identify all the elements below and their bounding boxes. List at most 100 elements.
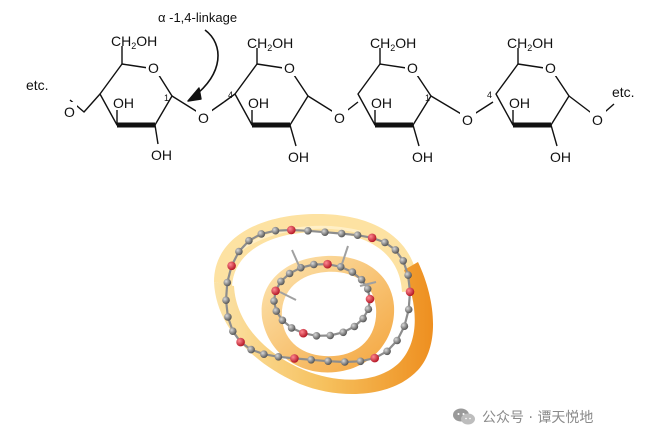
carbon-atom	[353, 231, 362, 239]
oh-label-3b: OH	[412, 149, 433, 165]
carbon-atom	[381, 238, 389, 247]
carbon-atom	[222, 296, 230, 305]
carbon-atom	[350, 322, 359, 331]
helix-atoms	[222, 225, 415, 366]
carbon-atom	[359, 314, 367, 323]
oh-label-4b: OH	[550, 149, 571, 165]
carbon-atom	[348, 268, 357, 276]
label-backgrounds	[62, 58, 606, 128]
carbon-atom	[287, 324, 296, 332]
oxygen-atom	[271, 286, 280, 296]
carbon-atom	[357, 275, 366, 284]
carbon-atom	[404, 305, 413, 314]
linkage-label: α -1,4-linkage	[158, 10, 237, 25]
bridge-oxygen-left: O	[64, 104, 75, 120]
carbon-atom	[235, 247, 243, 256]
carbon-atom	[285, 269, 294, 278]
oh-label-2a: OH	[248, 95, 269, 111]
oh-label-1b: OH	[151, 147, 172, 163]
ring-2-left-bond	[223, 93, 236, 103]
ring-1-oh-bond-b	[154, 124, 159, 145]
ch2oh-label-1: CH2OH	[111, 33, 157, 51]
oxygen-atom	[236, 337, 245, 347]
carbon-atom	[399, 257, 408, 265]
carbon-atom	[364, 305, 373, 314]
oh-label-2b: OH	[288, 149, 309, 165]
carbon-atom	[304, 227, 312, 235]
carbon-atom	[339, 328, 348, 337]
side-chain-bond	[279, 291, 297, 301]
carbon-atom	[363, 285, 372, 293]
carbon-atom	[272, 307, 281, 315]
carbon-atom	[257, 230, 266, 238]
bridge-oxygen-right: O	[592, 112, 603, 128]
ring-2-oh-bond-b	[289, 124, 297, 147]
carbon-atom	[271, 226, 280, 235]
carbon-4-label-b: 4	[487, 90, 492, 100]
oxygen-atom	[365, 294, 375, 304]
ring-oxygen-2: O	[284, 60, 295, 76]
side-chain-bond	[341, 245, 349, 265]
carbon-atom	[400, 322, 409, 331]
structure-labels: α -1,4-linkage etc. etc. CH2OH CH2OH CH2…	[26, 10, 635, 165]
carbon-1-label-a: 1	[164, 93, 169, 103]
carbon-1-label-b: 1	[425, 93, 430, 103]
ch2oh-label-3: CH2OH	[370, 35, 416, 53]
oh-label-4a: OH	[509, 95, 530, 111]
carbon-atom	[223, 278, 232, 287]
bridge-oxygen-1: O	[198, 110, 209, 126]
side-chain-bond	[359, 281, 377, 287]
carbon-atom	[310, 260, 318, 269]
carbon-atom	[270, 297, 278, 305]
linkage-arrowhead	[187, 87, 202, 102]
side-chain-bond	[291, 249, 301, 269]
etc-left-label: etc.	[26, 77, 49, 93]
oxygen-atom	[405, 287, 415, 297]
oxygen-atom	[370, 353, 380, 363]
ch2oh-label-2: CH2OH	[247, 35, 293, 53]
carbon-atom	[247, 345, 255, 354]
oxygen-atom	[227, 261, 236, 271]
ch2oh-label-4: CH2OH	[507, 35, 553, 53]
carbon-atom	[404, 271, 412, 279]
carbon-atom	[340, 358, 349, 366]
carbon-atom	[324, 357, 332, 366]
oxygen-atom	[323, 259, 332, 269]
carbon-atom	[274, 353, 283, 361]
carbon-atom	[337, 229, 346, 238]
carbon-atom	[336, 263, 345, 271]
carbon-atom	[356, 357, 365, 366]
carbon-atom	[245, 236, 253, 245]
oxygen-atom	[299, 328, 308, 338]
watermark: 公众号 · 谭天悦地	[452, 405, 593, 429]
ring-oxygen-1: O	[148, 60, 159, 76]
etc-right-label: etc.	[612, 84, 635, 100]
oh-label-3a: OH	[371, 95, 392, 111]
helix-ribbon-outer	[214, 262, 434, 395]
carbon-atom	[307, 356, 315, 364]
ring-oxygen-4: O	[545, 60, 556, 76]
ring-3-oh-bond-b	[412, 124, 420, 147]
bridge-oxygen-2: O	[334, 110, 345, 126]
carbon-atom	[312, 332, 321, 340]
ring-oxygen-3: O	[407, 60, 418, 76]
carbon-atom	[277, 277, 285, 286]
carbon-atom	[229, 327, 237, 336]
watermark-text: 公众号 · 谭天悦地	[482, 410, 594, 426]
oxygen-atom	[290, 354, 299, 363]
carbon-atom	[224, 313, 232, 321]
carbon-atom	[383, 347, 391, 356]
carbon-atom	[260, 350, 268, 359]
helix-ribbon-back	[214, 214, 418, 292]
carbon-atom	[278, 316, 287, 325]
oxygen-atom	[287, 225, 296, 235]
ring-4-oh-bond-b	[550, 124, 558, 147]
carbon-atom	[321, 228, 329, 236]
oxygen-atom	[367, 233, 377, 243]
carbon-atom	[393, 336, 401, 345]
wechat-icon	[453, 408, 475, 425]
bridge-oxygen-3: O	[462, 112, 473, 128]
oh-label-1a: OH	[113, 95, 134, 111]
carbon-atom	[326, 331, 335, 340]
